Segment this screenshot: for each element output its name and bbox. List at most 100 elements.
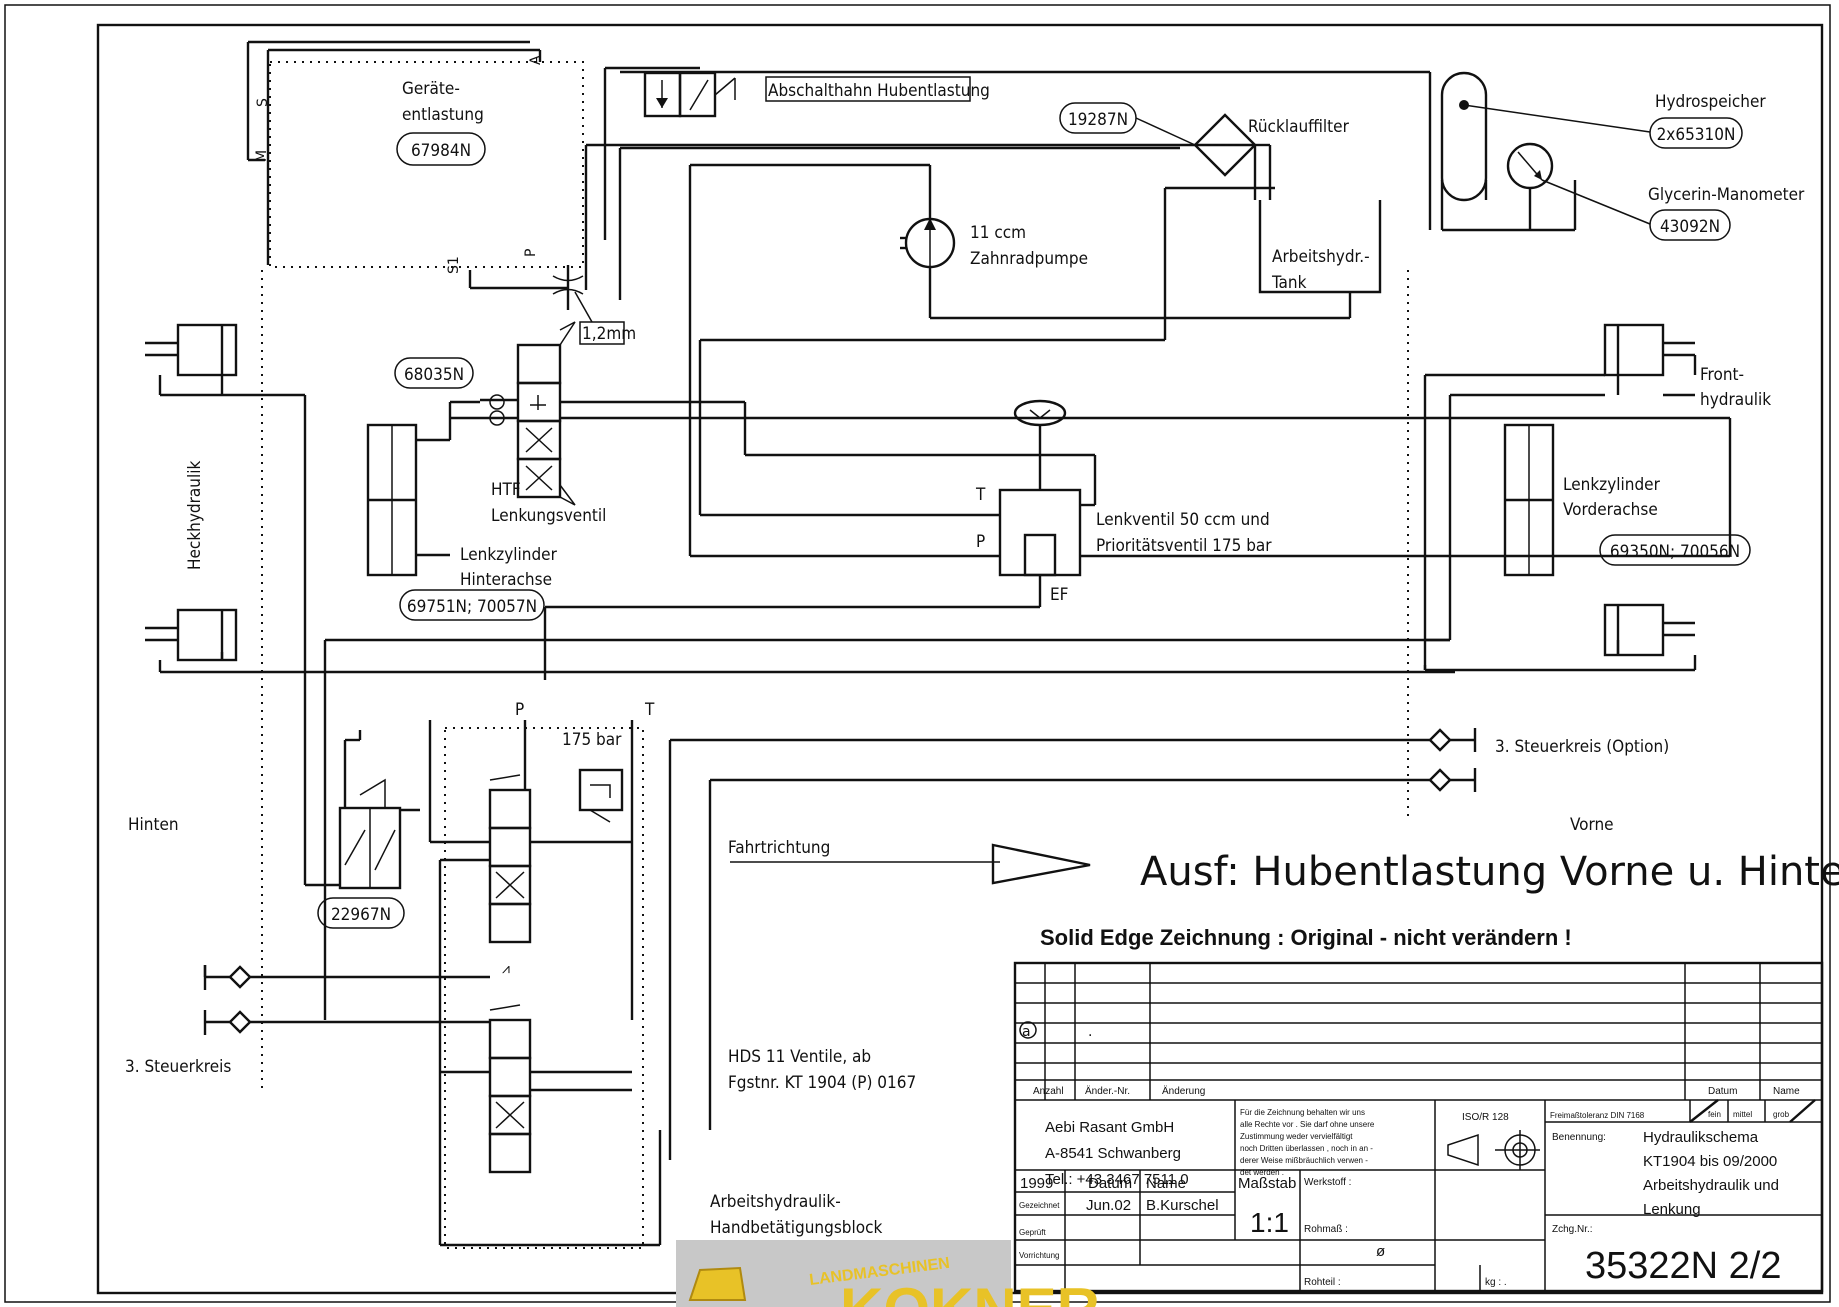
front-label-1: Front- <box>1700 365 1744 385</box>
vorne-label: Vorne <box>1570 815 1614 835</box>
zahnradpumpe: 11 ccm Zahnradpumpe <box>688 163 1088 556</box>
steuerkreis-option-label: 3. Steuerkreis (Option) <box>1495 737 1669 757</box>
hds-label-1: HDS 11 Ventile, ab <box>728 1047 871 1067</box>
block-label-2: Handbetätigungsblock <box>710 1218 883 1238</box>
port-s-label: S <box>255 98 271 107</box>
lenkventil: T P EF Lenkventil 50 ccm und Prioritätsv… <box>975 399 1272 605</box>
restrictor-label: 1,2mm <box>582 324 636 344</box>
pumpe-label-2: Zahnradpumpe <box>970 249 1088 269</box>
iso-label: ISO/R 128 <box>1462 1112 1509 1123</box>
benennung-label: Benennung: <box>1552 1132 1606 1143</box>
part-number-19287: 19287N <box>1068 110 1128 130</box>
hinten-label: Hinten <box>128 815 179 835</box>
benennung-2: KT1904 bis 09/2000 <box>1643 1153 1777 1170</box>
port-s1-label: S1 <box>446 256 462 274</box>
zchg-number: 35322N 2/2 <box>1585 1245 1782 1287</box>
ruecklauffilter: 19287N Rücklauffilter <box>1059 102 1350 200</box>
col-aenderung: Änderung <box>1162 1085 1205 1097</box>
rights-4: noch Dritten überlassen , noch in an - <box>1240 1144 1373 1153</box>
abschalthahn-valve: Abschalthahn Hubentlastung <box>603 66 990 240</box>
name-value: B.Kurschel <box>1146 1197 1219 1214</box>
fronthydraulik: Front- hydraulik <box>1603 323 1771 657</box>
steuerkreis-hinten-label: 3. Steuerkreis <box>125 1057 231 1077</box>
lenkzylinder-vorderachse: Lenkzylinder Vorderachse 69350N; 70056N <box>1503 423 1751 577</box>
benennung-3: Arbeitshydraulik und <box>1643 1177 1779 1194</box>
year: 1999 <box>1020 1175 1053 1192</box>
tol-fein: fein <box>1708 1110 1721 1119</box>
rohmass-label: Rohmaß : <box>1304 1224 1348 1235</box>
kg-label: kg : . <box>1485 1277 1507 1288</box>
port-ef-label: EF <box>1050 585 1068 605</box>
col-name: Name <box>1773 1086 1800 1097</box>
handbetaetigungsblock: P T ⩘ 175 bar HDS 1 <box>428 700 916 1249</box>
rights-1: Für die Zeichnung behalten wir uns <box>1240 1108 1365 1117</box>
block-p-label: P <box>515 700 524 720</box>
port-p-label-lenkventil: P <box>976 532 985 552</box>
line-network <box>158 270 1732 1020</box>
steuerkreis-hinten: 3. Steuerkreis <box>125 965 490 1077</box>
title-block: a . Anzahl Änder.-Nr. Änderung Datum Nam… <box>1013 961 1824 1293</box>
vorrichtung-label: Vorrichtung <box>1019 1251 1059 1260</box>
benennung-4: Lenkung <box>1643 1201 1701 1218</box>
abschalthahn-label: Abschalthahn Hubentlastung <box>768 81 990 101</box>
col-aender: Änder.-Nr. <box>1085 1085 1130 1097</box>
rights-6: det werden . <box>1240 1168 1284 1177</box>
valve1-spring: ⩘ <box>502 961 510 977</box>
header-name: Name <box>1146 1175 1186 1192</box>
header-massstab: Maßstab <box>1238 1175 1296 1192</box>
headline: Ausf: Hubentlastung Vorne u. Hinten <box>1140 849 1839 895</box>
benennung-1: Hydraulikschema <box>1643 1129 1759 1146</box>
geraeteentlastung-block: Geräte- entlastung 67984N S M A P S1 <box>246 40 584 274</box>
manometer-label: Glycerin-Manometer <box>1648 185 1805 205</box>
part-number-68035: 68035N <box>404 365 464 385</box>
company-1: Aebi Rasant GmbH <box>1045 1119 1174 1136</box>
port-t-label: T <box>975 485 986 505</box>
hydrospeicher-label: Hydrospeicher <box>1655 92 1766 112</box>
part-number-67984: 67984N <box>411 141 471 161</box>
port-p-label: P <box>523 249 539 257</box>
heckhydraulik-label: Heckhydraulik <box>185 461 205 570</box>
htf-label: HTF <box>491 480 521 500</box>
lenkzylinder-hinterachse: Lenkzylinder Hinterachse 69751N; 70057N <box>366 400 558 621</box>
port-a-label: A <box>528 55 544 65</box>
rights-5: derer Weise mißbräuchlich verwen - <box>1240 1156 1368 1165</box>
part-number-69751: 69751N; 70057N <box>407 597 537 617</box>
block-t-label: T <box>644 700 655 720</box>
hydrospeicher: Hydrospeicher 2x65310N <box>1440 71 1766 232</box>
port-m-label: M <box>254 150 270 162</box>
restrictor: 1,2mm <box>468 265 636 345</box>
lenkungsventil: HTF Lenkungsventil 68035N <box>394 321 606 526</box>
rev-mark: a <box>1022 1024 1031 1040</box>
col-datum: Datum <box>1708 1086 1737 1097</box>
lenkzylinder-hinten-label-1: Lenkzylinder <box>460 545 558 565</box>
part-number-43092: 43092N <box>1660 217 1720 237</box>
lenkventil-label-1: Lenkventil 50 ccm und <box>1096 510 1270 530</box>
part-number-69350: 69350N; 70056N <box>1610 542 1740 562</box>
lenkzylinder-hinten-label-2: Hinterachse <box>460 570 552 590</box>
col-anzahl: Anzahl <box>1033 1086 1064 1097</box>
rev-dot: . <box>1088 1024 1092 1040</box>
steuerkreis-option: 3. Steuerkreis (Option) <box>668 728 1669 1160</box>
header-datum: Datum <box>1088 1175 1132 1192</box>
pumpe-label-1: 11 ccm <box>970 223 1026 243</box>
rohteil-label: Rohteil : <box>1304 1277 1341 1288</box>
rights-2: alle Rechte vor . Sie darf ohne unsere <box>1240 1120 1375 1129</box>
watermark-logo: LANDMASCHINEN KOKNER <box>676 1240 1100 1307</box>
lenkzylinder-vorne-label-2: Vorderachse <box>1563 500 1658 520</box>
relief-label: 175 bar <box>562 730 622 750</box>
tank-label-2: Tank <box>1271 273 1307 293</box>
lenkventil-label-2: Prioritätsventil 175 bar <box>1096 536 1272 556</box>
scale-value: 1:1 <box>1250 1207 1289 1238</box>
part-number-22967: 22967N <box>331 905 391 925</box>
geraeteentlastung-label-2: entlastung <box>402 105 484 125</box>
date-value: Jun.02 <box>1086 1197 1131 1214</box>
fahrtrichtung-label: Fahrtrichtung <box>728 838 830 858</box>
geraeteentlastung-label-1: Geräte- <box>402 79 460 99</box>
fahrtrichtung-arrow: Fahrtrichtung <box>728 838 1091 885</box>
part-number-hydrospeicher: 2x65310N <box>1657 125 1736 145</box>
solid-edge-note: Solid Edge Zeichnung : Original - nicht … <box>1040 925 1572 950</box>
zchg-label: Zchg.Nr.: <box>1552 1224 1593 1235</box>
glycerin-manometer: Glycerin-Manometer 43092N <box>1506 142 1805 241</box>
